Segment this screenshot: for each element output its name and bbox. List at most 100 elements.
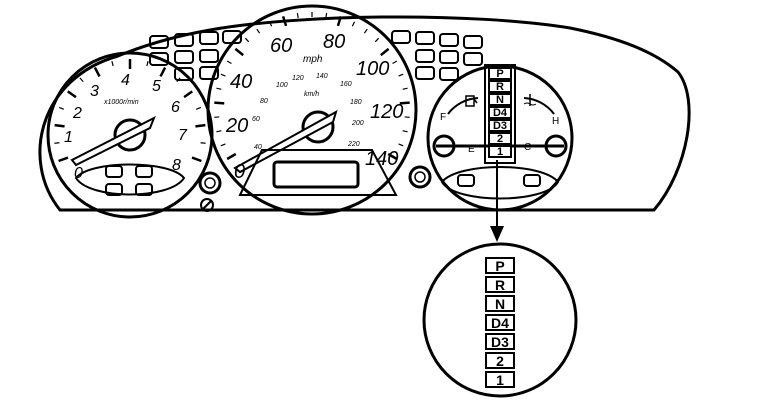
speed-tick-mark xyxy=(325,13,328,19)
tach-tick-label-8: 8 xyxy=(172,157,181,174)
tach-tick-label-3: 3 xyxy=(90,83,99,100)
speed-tick-mark xyxy=(216,130,222,133)
speed-tick-mark xyxy=(296,13,299,19)
gear-indicator-1 xyxy=(488,145,512,158)
gear-indicator-label-r: R xyxy=(496,81,504,93)
speed-tick-mark xyxy=(363,28,368,34)
callout-gear-p xyxy=(485,257,515,274)
callout-gear-2 xyxy=(485,352,515,369)
callout-gear-label-n: N xyxy=(495,296,505,312)
right-warning-light-cluster xyxy=(391,30,483,81)
callout-gear-label-p: P xyxy=(495,258,504,274)
gear-indicator-d3 xyxy=(488,119,512,132)
callout-gear-label-r: R xyxy=(495,277,505,293)
odometer-display xyxy=(272,160,360,189)
speedometer-tick-marks xyxy=(214,12,410,161)
speed-tick-mark xyxy=(402,130,408,133)
callout-gear-d4 xyxy=(485,314,515,331)
tach-tick-mark xyxy=(195,106,202,110)
speed-tick-mark xyxy=(374,37,380,43)
kmh-tick-label-40: 40 xyxy=(254,144,262,151)
tachometer-lower-panel xyxy=(74,163,186,196)
right-trip-knob xyxy=(408,165,432,189)
gear-indicator-p xyxy=(488,67,512,80)
speedometer-display-frame xyxy=(238,149,398,196)
coolant-temp-icon xyxy=(523,94,537,106)
mph-tick-label-40: 40 xyxy=(230,71,252,93)
tach-tick-mark xyxy=(79,77,84,83)
speed-tick-mark xyxy=(216,87,222,90)
kmh-tick-label-140: 140 xyxy=(316,73,328,80)
mph-tick-label-0: 0 xyxy=(234,161,245,183)
speed-tick-mark xyxy=(387,152,398,161)
dimmer-knob-icon xyxy=(200,198,214,212)
mph-tick-label-80: 80 xyxy=(323,31,345,53)
tach-tick-mark xyxy=(159,67,167,78)
mph-tick-label-100: 100 xyxy=(356,58,389,80)
fuel-gauge-arc xyxy=(447,97,479,115)
kmh-tick-label-60: 60 xyxy=(252,116,260,123)
tach-tick-mark xyxy=(67,90,77,99)
tach-tick-label-2: 2 xyxy=(72,105,82,122)
fuel-temp-lower-panel xyxy=(440,166,560,200)
cluster-housing xyxy=(38,15,691,212)
callout-gear-1 xyxy=(485,371,515,388)
left-trip-knob-inner xyxy=(204,177,216,189)
fuel-full-label: F xyxy=(440,112,446,123)
speed-tick-mark xyxy=(226,152,237,161)
tach-tick-mark xyxy=(93,67,101,78)
tach-tick-mark xyxy=(54,123,65,128)
kmh-tick-label-200: 200 xyxy=(351,120,364,127)
tach-tick-mark xyxy=(146,61,149,67)
gear-indicator-n xyxy=(488,93,512,106)
tachometer: 0 1 2 3 4 5 6 7 8 x1000r/min xyxy=(46,51,214,219)
speed-tick-mark xyxy=(392,60,398,65)
tach-tick-mark xyxy=(111,61,114,67)
speedometer-unit-kmh: km/h xyxy=(304,91,319,98)
kmh-tick-label-80: 80 xyxy=(260,98,268,105)
tach-tick-mark xyxy=(58,156,69,163)
gear-indicator-label-n: N xyxy=(496,94,504,106)
tach-tick-mark xyxy=(58,106,65,110)
callout-gear-d3 xyxy=(485,333,515,350)
callout-circle xyxy=(422,242,578,398)
speedometer-dial xyxy=(206,4,418,216)
gear-indicator-2 xyxy=(488,132,512,145)
tach-tick-mark xyxy=(176,77,181,83)
speedometer-unit-mph: mph xyxy=(303,54,323,65)
tach-tick-mark xyxy=(200,142,206,144)
speed-tick-mark xyxy=(220,73,226,77)
tachometer-needle-hub xyxy=(113,118,147,152)
tach-tick-mark xyxy=(54,142,60,144)
callout-gear-n xyxy=(485,295,515,312)
callout-gear-label-2: 2 xyxy=(496,353,504,369)
speedometer: 0 20 40 60 80 100 120 140 mph km/h 40 60… xyxy=(206,4,418,216)
kmh-tick-label-100: 100 xyxy=(276,82,288,89)
kmh-tick-label-120: 120 xyxy=(292,75,304,82)
tach-tick-mark xyxy=(191,156,202,163)
tachometer-tick-marks xyxy=(54,59,206,163)
tachometer-unit-label: x1000r/min xyxy=(103,99,139,106)
callout-gear-label-d4: D4 xyxy=(491,315,509,331)
gear-indicator-label-p: P xyxy=(496,68,503,80)
mph-tick-label-140: 140 xyxy=(365,148,398,170)
gear-indicator-label-d4: D4 xyxy=(493,107,508,119)
callout-arrow xyxy=(490,160,504,242)
speed-tick-mark xyxy=(234,47,244,57)
fuel-empty-label: E xyxy=(468,144,475,155)
speed-tick-mark xyxy=(244,37,250,43)
temp-cold-label: C xyxy=(524,142,531,153)
fuel-pump-icon xyxy=(465,95,478,107)
tach-tick-label-4: 4 xyxy=(121,72,130,89)
speed-tick-mark xyxy=(220,143,226,147)
speedometer-needle xyxy=(233,109,338,174)
mph-tick-label-60: 60 xyxy=(270,35,292,57)
kmh-tick-label-160: 160 xyxy=(340,81,352,88)
kmh-tick-label-180: 180 xyxy=(350,99,362,106)
speed-tick-mark xyxy=(380,47,390,57)
gear-position-indicator: P R N D4 D3 2 1 xyxy=(484,64,516,164)
speedometer-needle-hub xyxy=(301,110,335,144)
callout-gear-label-d3: D3 xyxy=(491,334,509,350)
speed-tick-mark xyxy=(226,60,232,65)
